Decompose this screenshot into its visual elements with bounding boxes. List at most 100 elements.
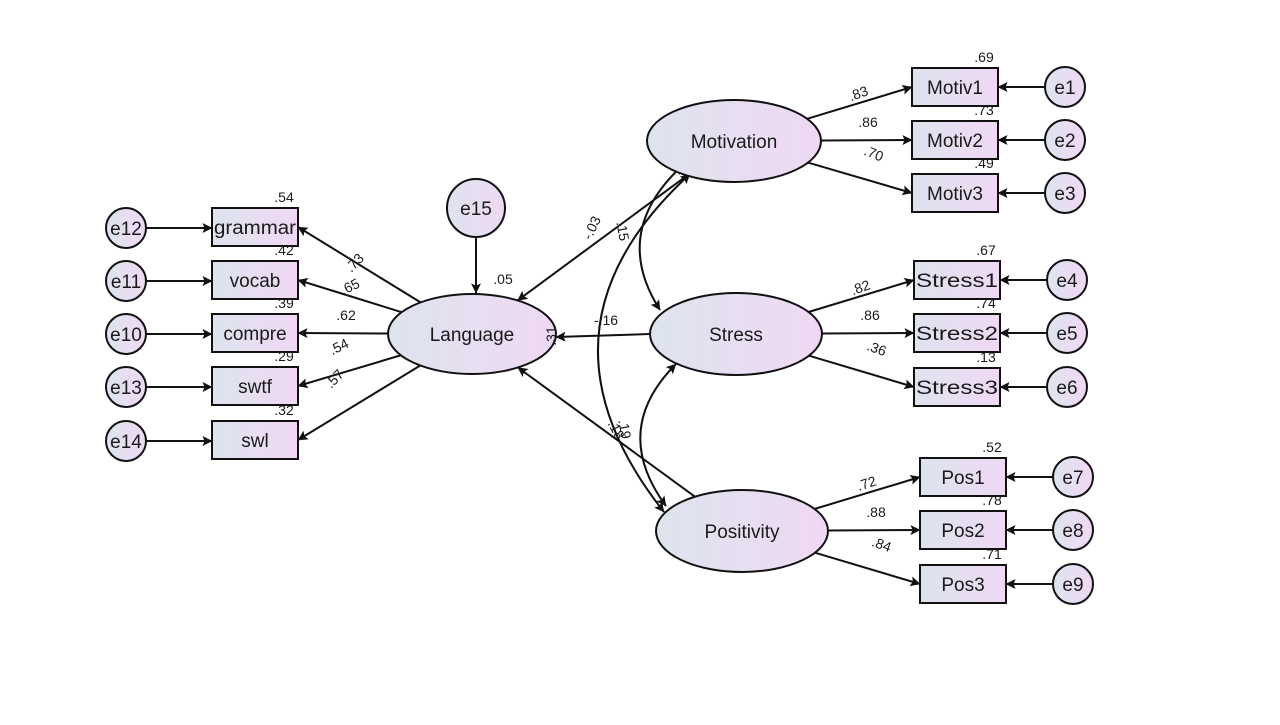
error-node-e4 xyxy=(1046,259,1088,301)
error-label-e13: e13 xyxy=(110,378,142,399)
r2-label-pos1: .52 xyxy=(982,439,1002,455)
error-node-e3 xyxy=(1044,172,1086,214)
error-label-e3: e3 xyxy=(1054,184,1075,205)
path-arrow-motivation xyxy=(517,174,688,302)
error-node-e6 xyxy=(1046,366,1088,408)
observed-node-motiv2 xyxy=(911,120,999,160)
error-node-e13 xyxy=(105,366,147,408)
loading-label-motiv1: .83 xyxy=(846,82,870,104)
r2-label-motiv2: .73 xyxy=(974,102,994,118)
observed-label-swl: swl xyxy=(241,431,268,452)
loading-arrow-vocab xyxy=(297,278,402,314)
observed-label-motiv2: Motiv2 xyxy=(927,131,983,152)
path-arrow-positivity xyxy=(517,366,696,498)
edges-layer xyxy=(146,82,1053,589)
observed-label-stress3: Stress3 xyxy=(916,378,998,399)
r2-label-stress1: .67 xyxy=(976,242,996,258)
observed-node-motiv3 xyxy=(911,173,999,213)
latent-label-positivity: Positivity xyxy=(705,522,780,543)
error-label-e1: e1 xyxy=(1054,78,1075,99)
error-node-e14 xyxy=(105,420,147,462)
observed-label-motiv1: Motiv1 xyxy=(927,78,983,99)
path-label-stress: -.16 xyxy=(594,312,618,328)
loading-arrow-motiv2 xyxy=(820,135,913,146)
covariance-label-motivation-positivity: .31 xyxy=(543,326,559,346)
error-label-e12: e12 xyxy=(110,219,142,240)
latent-node-positivity xyxy=(655,489,829,573)
error-node-e9 xyxy=(1052,563,1094,605)
r2-label-language: .05 xyxy=(493,271,513,287)
observed-node-stress2 xyxy=(913,313,1001,353)
loading-label-grammar: .73 xyxy=(342,250,367,275)
loading-arrow-pos1 xyxy=(814,474,921,510)
error-label-e9: e9 xyxy=(1062,575,1083,596)
observed-node-pos3 xyxy=(919,564,1007,604)
observed-label-pos1: Pos1 xyxy=(941,468,984,489)
observed-node-swl xyxy=(211,420,299,460)
observed-node-motiv1 xyxy=(911,67,999,107)
error-label-e14: e14 xyxy=(110,432,142,453)
latent-node-motivation xyxy=(646,99,822,183)
r2-label-grammar: .54 xyxy=(274,189,294,205)
observed-label-stress1: Stress1 xyxy=(916,271,998,292)
observed-node-pos2 xyxy=(919,510,1007,550)
labels-layer: .73.65.62.54.57.83.86.70.82.86.36.72.88.… xyxy=(274,49,1002,562)
loading-arrow-stress2 xyxy=(821,328,915,339)
error-node-e11 xyxy=(105,260,147,302)
error-node-e12 xyxy=(105,207,147,249)
r2-label-stress3: .13 xyxy=(976,349,996,365)
loading-label-stress1: .82 xyxy=(848,276,872,298)
observed-node-grammar xyxy=(211,207,299,247)
path-label-motivation: -.03 xyxy=(579,213,604,242)
error-node-e1 xyxy=(1044,66,1086,108)
observed-node-compre xyxy=(211,313,299,353)
loading-arrow-compre xyxy=(297,328,389,339)
latent-node-language xyxy=(387,293,557,375)
loading-arrow-grammar xyxy=(297,226,422,304)
observed-node-pos1 xyxy=(919,457,1007,497)
observed-label-grammar: grammar xyxy=(214,218,297,239)
observed-node-vocab xyxy=(211,260,299,300)
covariance-label-motivation-stress: .15 xyxy=(613,220,632,242)
r2-label-pos2: .78 xyxy=(982,492,1002,508)
loading-arrow-swl xyxy=(297,364,421,441)
latent-label-language: Language xyxy=(430,325,515,346)
r2-label-vocab: .42 xyxy=(274,242,294,258)
loading-arrow-motiv3 xyxy=(807,161,913,196)
loading-label-stress2: .86 xyxy=(860,307,880,323)
observed-node-stress3 xyxy=(913,367,1001,407)
error-label-e7: e7 xyxy=(1062,468,1083,489)
r2-label-swl: .32 xyxy=(274,402,294,418)
r2-label-swtf: .29 xyxy=(274,348,294,364)
error-node-e5 xyxy=(1046,312,1088,354)
loading-label-swtf: .54 xyxy=(327,335,352,358)
r2-label-motiv3: .49 xyxy=(974,155,994,171)
loading-arrow-swtf xyxy=(297,354,402,389)
error-label-e2: e2 xyxy=(1054,131,1075,152)
error-node-e15 xyxy=(446,178,506,238)
loading-label-pos3: .84 xyxy=(870,533,894,555)
loading-label-motiv2: .86 xyxy=(858,114,878,130)
error-node-e8 xyxy=(1052,509,1094,551)
loading-label-swl: .57 xyxy=(322,366,347,391)
observed-label-swtf: swtf xyxy=(238,377,273,398)
loading-label-pos1: .72 xyxy=(855,473,879,494)
latent-node-stress xyxy=(649,292,823,376)
error-node-e10 xyxy=(105,313,147,355)
error-label-e11: e11 xyxy=(111,272,141,293)
observed-node-swtf xyxy=(211,366,299,406)
covariance-label-stress-positivity: .19 xyxy=(615,418,634,440)
error-label-e6: e6 xyxy=(1056,378,1077,399)
loading-arrow-pos3 xyxy=(814,551,921,587)
loading-label-compre: .62 xyxy=(336,307,356,323)
path-arrow-stress xyxy=(555,331,651,342)
latent-label-stress: Stress xyxy=(709,325,763,346)
error-label-e8: e8 xyxy=(1062,521,1083,542)
latent-label-motivation: Motivation xyxy=(691,132,778,153)
error-label-e10: e10 xyxy=(110,325,142,346)
loading-label-pos2: .88 xyxy=(866,504,886,520)
observed-label-stress2: Stress2 xyxy=(916,324,998,345)
